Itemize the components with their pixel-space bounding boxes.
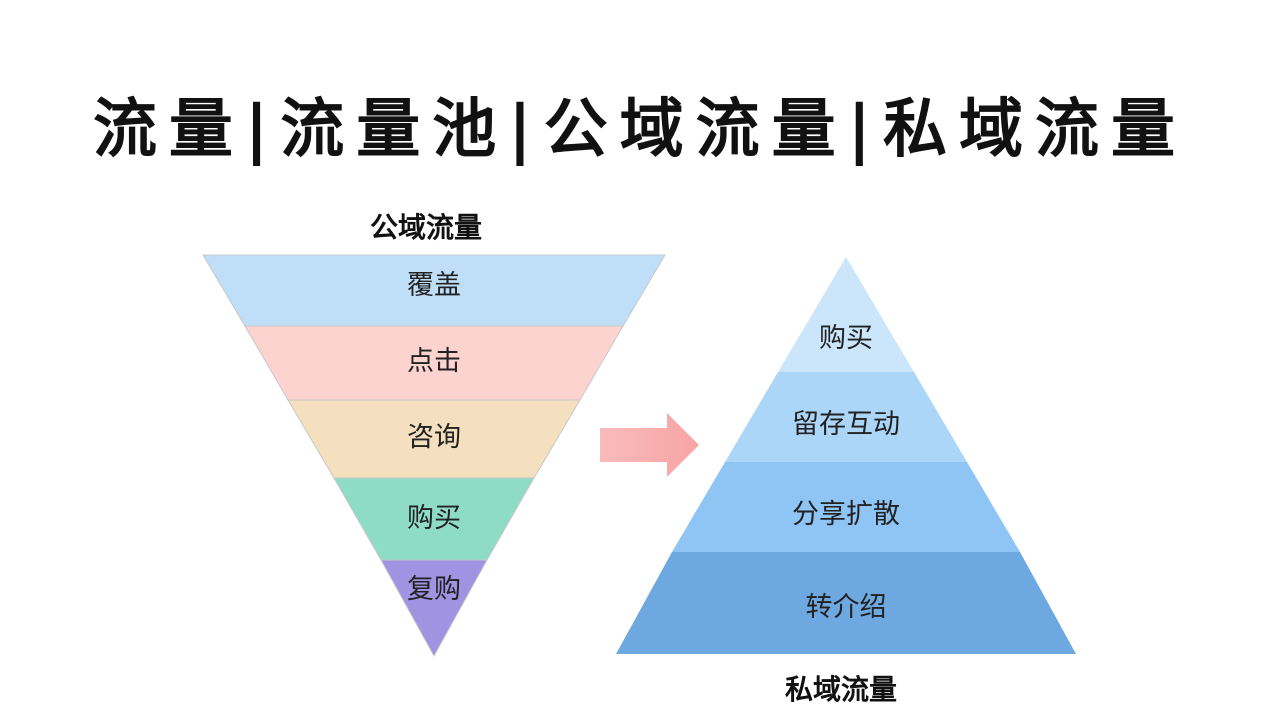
pyramid-layer-referral bbox=[616, 552, 1076, 654]
pyramid-label-referral: 转介绍 bbox=[806, 592, 887, 623]
public-funnel: 覆盖 点击 咨询 购买 复购 bbox=[202, 254, 666, 658]
funnel-label-click: 点击 bbox=[407, 346, 461, 377]
pyramid-layer-purchase bbox=[778, 257, 914, 372]
pyramid-label-sharing: 分享扩散 bbox=[792, 499, 900, 530]
funnel-label-purchase: 购买 bbox=[407, 503, 461, 534]
private-pyramid: 购买 留存互动 分享扩散 转介绍 bbox=[616, 257, 1076, 654]
private-traffic-caption: 私域流量 bbox=[785, 673, 898, 706]
funnel-label-coverage: 覆盖 bbox=[407, 270, 461, 301]
right-arrow-icon bbox=[600, 413, 699, 477]
page-title: 流量|流量池|公域流量|私域流量 bbox=[92, 93, 1188, 167]
pyramid-label-purchase: 购买 bbox=[819, 323, 873, 354]
funnel-layer-repurchase bbox=[380, 559, 488, 658]
funnel-label-repurchase: 复购 bbox=[407, 574, 461, 605]
pyramid-label-retention: 留存互动 bbox=[792, 409, 900, 440]
pyramid-layer-sharing bbox=[672, 462, 1020, 552]
pyramid-layer-retention bbox=[725, 372, 967, 462]
funnel-label-inquiry: 咨询 bbox=[407, 422, 461, 453]
public-traffic-caption: 公域流量 bbox=[370, 211, 483, 244]
